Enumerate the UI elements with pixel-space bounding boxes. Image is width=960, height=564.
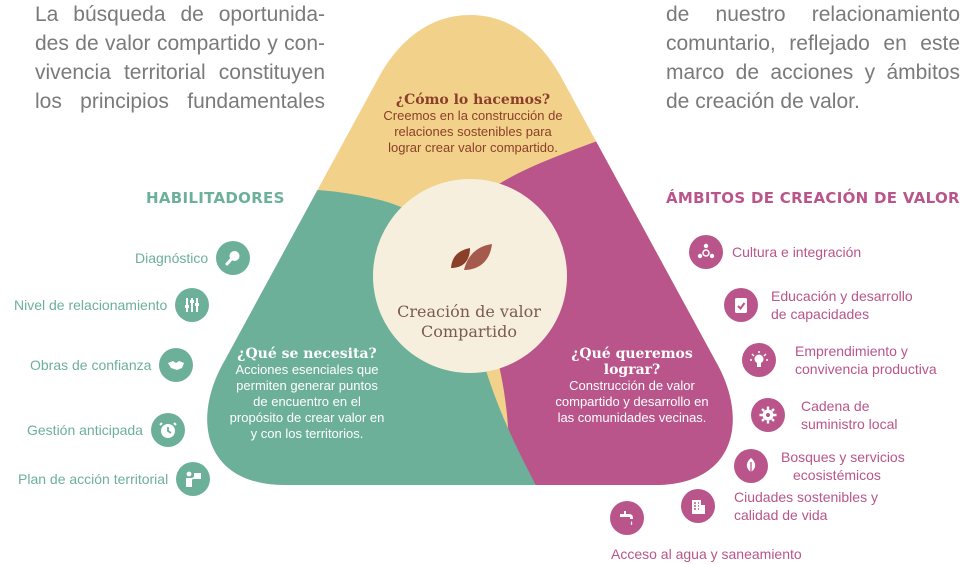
value-label: Acceso al agua y saneamiento: [611, 546, 802, 562]
value-item-emprendimiento: Emprendimiento y convivencia productiva: [742, 342, 937, 378]
leaf-icon: [734, 449, 768, 483]
gear-icon: [751, 398, 785, 432]
value-label: Bosques y servicios ecosistémicos: [781, 448, 905, 484]
faucet-icon: [610, 501, 644, 535]
value-label-line1: Educación y desarrollo: [771, 288, 913, 304]
value-label-line2: suministro local: [801, 416, 898, 432]
value-label: Cadena de suministro local: [801, 397, 897, 433]
intro-line: marco de acciones y ámbitos: [666, 61, 960, 84]
value-label-line2: calidad de vida: [734, 507, 828, 523]
intro-line: La búsqueda de oportunida-: [35, 3, 325, 26]
sliders-icon: [175, 288, 210, 322]
value-item-ciudades: Ciudades sostenibles y calidad de vida: [681, 488, 878, 524]
core-label: Creación de valor Compartido: [374, 302, 564, 342]
value-areas-heading: ÁMBITOS DE CREACIÓN DE VALOR: [666, 189, 960, 207]
goals-body: Construcción de valor compartido y desar…: [555, 378, 709, 425]
enabler-item-diagnostico: Diagnóstico: [135, 241, 251, 275]
value-label-line1: Emprendimiento y: [795, 343, 908, 359]
enabler-item-plan: Plan de acción territorial: [18, 462, 211, 496]
value-label: Emprendimiento y convivencia productiva: [795, 342, 937, 378]
enabler-label: Nivel de relacionamiento: [14, 297, 168, 313]
intro-line: de creación de valor.: [666, 90, 860, 113]
handshake-icon: [159, 348, 194, 382]
value-label: Ciudades sostenibles y calidad de vida: [734, 488, 878, 524]
core-label-line2: Compartido: [421, 322, 517, 341]
building-icon: [681, 489, 715, 523]
clock-icon: [150, 413, 185, 447]
core-label-line1: Creación de valor: [397, 302, 541, 321]
enabler-item-obras: Obras de confianza: [30, 348, 194, 382]
value-item-cadena: Cadena de suministro local: [751, 397, 897, 433]
value-item-educacion: Educación y desarrollo de capacidades: [724, 287, 913, 323]
value-label-line1: Bosques y servicios: [781, 449, 905, 465]
value-label-line1: Ciudades sostenibles y: [734, 489, 878, 505]
intro-line: de nuestro relacionamiento: [666, 3, 960, 26]
value-label-line2: ecosistémicos: [793, 467, 881, 483]
magnifier-icon: [216, 241, 251, 275]
clipboard-check-icon: [724, 288, 758, 322]
lightbulb-icon: [742, 343, 776, 377]
enabler-label: Diagnóstico: [135, 250, 209, 266]
intro-paragraph-left: La búsqueda de oportunida- des de valor …: [35, 0, 325, 116]
enabler-label: Plan de acción territorial: [18, 471, 169, 487]
goals-block: ¿Qué queremos lograr? Construcción de va…: [552, 346, 712, 426]
intro-paragraph-right: de nuestro relacionamiento comuntario, r…: [666, 0, 960, 116]
value-item-bosques: Bosques y servicios ecosistémicos: [734, 448, 905, 484]
needs-title: ¿Qué se necesita?: [237, 346, 377, 362]
enabler-item-gestion: Gestión anticipada: [27, 413, 185, 447]
leaves-logo-icon: [451, 244, 492, 270]
goals-title: ¿Qué queremos lograr?: [571, 346, 693, 378]
intro-line: los principios fundamentales: [35, 90, 325, 113]
needs-body: Acciones esenciales que permiten generar…: [229, 362, 385, 441]
enablers-heading: HABILITADORES: [146, 189, 285, 207]
how-block: ¿Cómo lo hacemos? Creemos en la construc…: [378, 92, 568, 156]
presenter-icon: [176, 462, 211, 496]
value-item-agua: Acceso al agua y saneamiento: [611, 545, 802, 563]
value-label-line1: Cultura e integración: [732, 244, 862, 260]
needs-block: ¿Qué se necesita? Acciones esenciales qu…: [228, 346, 386, 442]
enabler-label: Gestión anticipada: [27, 422, 143, 438]
center-circle: [373, 179, 567, 373]
intro-line: comuntario, reflejado en este: [666, 32, 960, 55]
value-label-line2: de capacidades: [771, 306, 870, 322]
enabler-label: Obras de confianza: [30, 357, 152, 373]
how-title: ¿Cómo lo hacemos?: [395, 92, 551, 108]
value-item-cultura: Cultura e integración: [689, 235, 861, 269]
value-label-line1: Cadena de: [801, 398, 870, 414]
value-label: Cultura e integración: [732, 243, 861, 261]
people-network-icon: [689, 235, 723, 269]
how-body: Creemos en la construcción de relaciones…: [383, 108, 563, 155]
value-label-line2: convivencia productiva: [795, 361, 937, 377]
intro-line: des de valor compartido y con-: [35, 32, 325, 55]
value-label: Educación y desarrollo de capacidades: [771, 287, 913, 323]
intro-line: vivencia territorial constituyen: [35, 61, 325, 84]
enabler-item-nivel: Nivel de relacionamiento: [14, 288, 210, 322]
